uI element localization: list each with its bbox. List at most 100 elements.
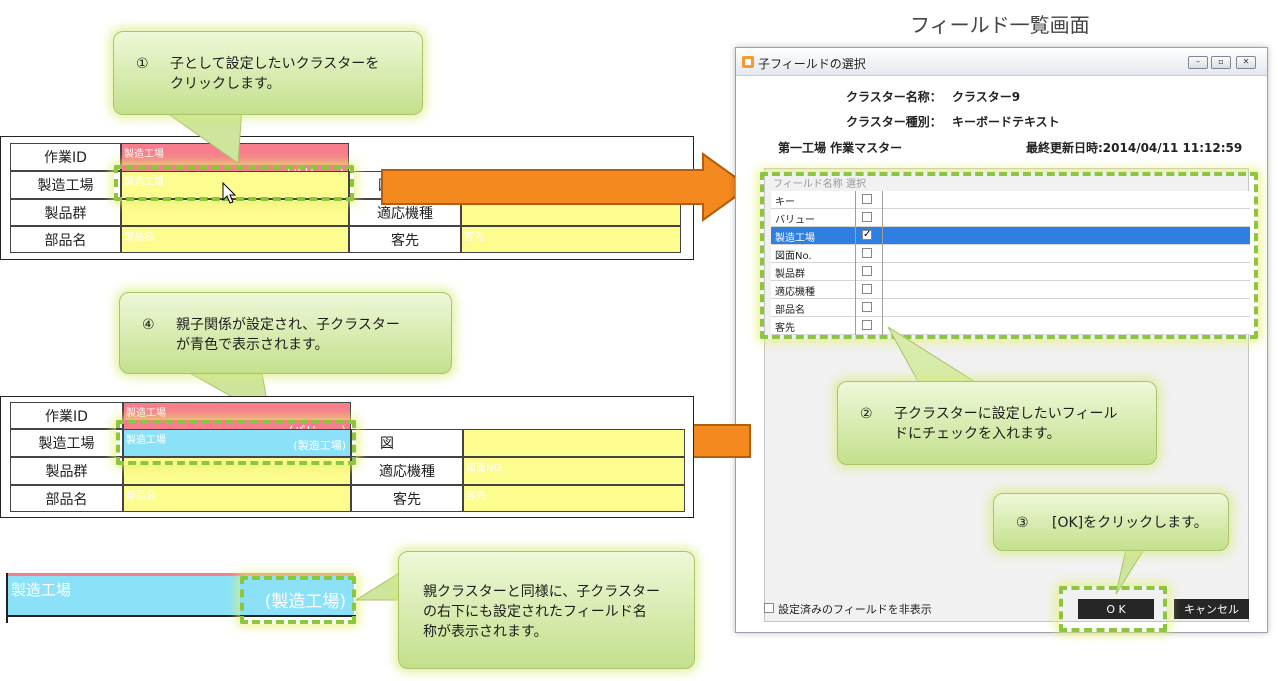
callout-2: ② 子クラスターに設定したいフィール ドにチェックを入れます。 xyxy=(837,381,1157,465)
field-text: 部品名 xyxy=(124,232,154,243)
callout-text: 親クラスターと同様に、子クラスター の右下にも設定されたフィールド名 称が表示さ… xyxy=(423,584,661,640)
field-row[interactable]: 適応機種 xyxy=(771,281,1250,299)
mouse-cursor-icon xyxy=(222,182,237,204)
label-kyakusaki: 客先 xyxy=(349,226,461,253)
field-row[interactable]: 製品群 xyxy=(771,263,1250,281)
close-icon[interactable]: ✕ xyxy=(1236,56,1256,69)
app-icon xyxy=(742,56,754,68)
dialog-title: 子フィールドの選択 xyxy=(758,57,866,71)
cluster-name-row: クラスター名称： クラスター9 xyxy=(846,88,1020,105)
callout-1: ① 子として設定したいクラスターを クリックします。 xyxy=(113,31,423,115)
field-name: キー xyxy=(775,197,795,208)
grid-header: フィールド名称 選択 xyxy=(773,179,866,190)
cluster-type-value: キーボードテキスト xyxy=(951,115,1060,129)
hide-configured-label: 設定済みのフィールドを非表示 xyxy=(778,603,932,616)
callout-number: ③ xyxy=(1016,515,1029,531)
field-buhin-mei[interactable]: 部品名 xyxy=(121,226,349,253)
label-kyakusaki: 客先 xyxy=(351,485,463,512)
master-name: 第一工場 作業マスター xyxy=(778,141,903,155)
cluster-name-label: クラスター名称： xyxy=(846,90,942,104)
field-row[interactable]: キー xyxy=(771,191,1250,209)
label-seizo-kojo: 製造工場 xyxy=(10,171,121,199)
label-seihin-gun: 製品群 xyxy=(10,199,121,226)
field-name: 客先 xyxy=(775,323,795,334)
callout-number: ④ xyxy=(142,317,155,333)
field-text: 製造工場 xyxy=(124,149,164,160)
label-sagyo-id: 作業ID xyxy=(10,143,121,171)
cluster-type-label: クラスター種別： xyxy=(846,115,942,129)
field-row[interactable]: 図面No. xyxy=(771,245,1250,263)
ok-button[interactable]: O K xyxy=(1078,599,1154,619)
callout-text: [OK]をクリックします。 xyxy=(1052,515,1208,531)
cluster-name-value: クラスター9 xyxy=(951,90,1021,104)
zoom-child-tag: (製造工場) xyxy=(264,592,346,612)
field-row-selected[interactable]: 製造工場 ✓ xyxy=(771,227,1250,245)
form-bottom: 作業ID 製造工場 (バリュー) 製造工場 製造工場 (製造工場) 図 製品群 … xyxy=(0,396,694,518)
arrow-right xyxy=(381,152,751,222)
checkbox-icon[interactable] xyxy=(862,212,872,222)
field-name: 製造工場 xyxy=(775,233,815,244)
field-kyakusaki[interactable]: 客先 xyxy=(463,485,685,512)
field-name: 適応機種 xyxy=(775,287,815,298)
field-text: 製造工場 xyxy=(126,435,166,446)
field-text: 客先 xyxy=(464,232,484,243)
maximize-icon[interactable]: ▫ xyxy=(1211,56,1231,69)
checkbox-icon[interactable] xyxy=(862,320,872,330)
last-updated: 最終更新日時:2014/04/11 11:12:59 xyxy=(1026,141,1243,155)
field-seizo-kojo-child[interactable]: 製造工場 (製造工場) xyxy=(123,429,351,457)
checkbox-icon[interactable] xyxy=(862,194,872,204)
checkbox-icon[interactable] xyxy=(862,266,872,276)
highlight-ok-button xyxy=(1059,586,1167,632)
field-name: 図面No. xyxy=(775,251,812,262)
label-zumen: 図 xyxy=(351,429,463,457)
dialog-titlebar: 子フィールドの選択 – ▫ ✕ xyxy=(736,48,1267,76)
callout-text: 子として設定したいクラスターを クリックします。 xyxy=(170,56,380,92)
callout-3-tail xyxy=(1115,540,1151,595)
field-row[interactable]: バリュー xyxy=(771,209,1250,227)
field-buhin-mei[interactable]: 部品名 xyxy=(123,485,351,512)
callout-1-tail xyxy=(159,108,243,164)
zoom-border-bottom xyxy=(6,615,356,617)
callout-number: ② xyxy=(860,406,873,422)
highlight-field-grid xyxy=(760,172,1258,339)
child-field-dialog: 子フィールドの選択 – ▫ ✕ クラスター名称： クラスター9 クラスター種別：… xyxy=(735,47,1268,633)
note-callout: 親クラスターと同様に、子クラスター の右下にも設定されたフィールド名 称が表示さ… xyxy=(398,551,695,669)
callout-number: ① xyxy=(136,56,149,72)
callout-4: ④ 親子関係が設定され、子クラスター が青色で表示されます。 xyxy=(119,292,452,374)
label-buhin-mei: 部品名 xyxy=(10,485,123,512)
field-text: 部品名 xyxy=(126,491,156,502)
minimize-icon[interactable]: – xyxy=(1188,56,1208,69)
field-text: 製造工場 xyxy=(126,408,166,419)
checkbox-icon[interactable] xyxy=(862,302,872,312)
checkbox-checked-icon[interactable]: ✓ xyxy=(862,229,872,240)
zoom-field: 製造工場 (製造工場) xyxy=(8,576,354,615)
field-name: 製品群 xyxy=(775,269,805,280)
highlight-zoom-tag xyxy=(240,576,356,624)
callout-3: ③ [OK]をクリックします。 xyxy=(993,493,1229,551)
child-tag: (製造工場) xyxy=(293,439,346,452)
cluster-type-row: クラスター種別： キーボードテキスト xyxy=(846,113,1060,130)
highlight-bottom-field xyxy=(116,420,356,465)
label-tekio-kishu: 適応機種 xyxy=(351,457,463,485)
zoom-border-left xyxy=(6,573,8,623)
cancel-button[interactable]: キャンセル xyxy=(1174,599,1249,619)
screen-heading: フィールド一覧画面 xyxy=(910,13,1090,37)
field-tekio-kishu[interactable]: 図面NO. xyxy=(463,457,685,485)
field-text: 図面NO. xyxy=(466,463,505,474)
zoom-field-label: 製造工場 xyxy=(11,581,72,599)
callout-text: 親子関係が設定され、子クラスター が青色で表示されます。 xyxy=(176,317,400,353)
field-row[interactable]: 部品名 xyxy=(771,299,1250,317)
label-seizo-kojo: 製造工場 xyxy=(10,429,123,457)
field-name: 部品名 xyxy=(775,305,805,316)
checkbox-icon[interactable] xyxy=(862,248,872,258)
hide-configured-checkbox[interactable] xyxy=(764,603,774,613)
highlight-top-field xyxy=(114,165,354,201)
label-seihin-gun: 製品群 xyxy=(10,457,123,485)
label-sagyo-id: 作業ID xyxy=(10,402,123,429)
field-kyakusaki[interactable]: 客先 xyxy=(461,226,681,253)
field-name: バリュー xyxy=(775,215,815,226)
zoom-red-edge xyxy=(8,573,354,576)
checkbox-icon[interactable] xyxy=(862,284,872,294)
field-zumen[interactable] xyxy=(463,429,685,457)
callout-text: 子クラスターに設定したいフィール ドにチェックを入れます。 xyxy=(894,406,1118,442)
